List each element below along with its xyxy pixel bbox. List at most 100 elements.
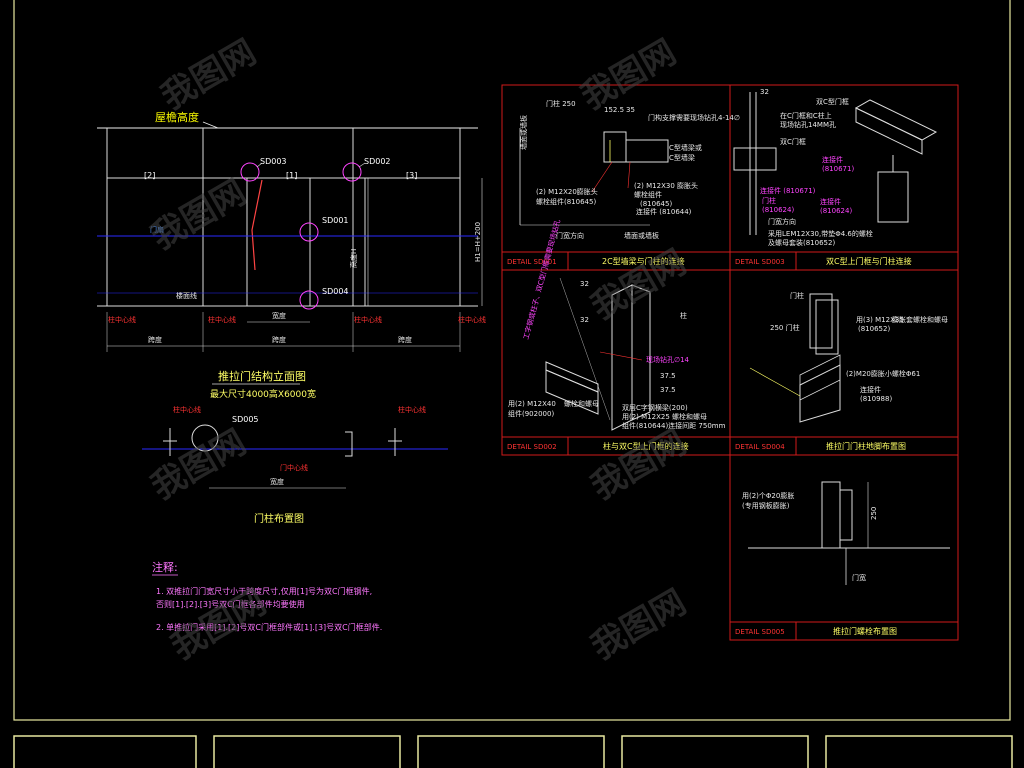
sd001-text-10: (810645) bbox=[640, 200, 672, 208]
sd002-text-3: 柱 bbox=[680, 311, 687, 320]
sd003-text-6: (810671) bbox=[822, 165, 854, 173]
sd001-text-0: 门柱 250 bbox=[546, 99, 576, 108]
sd004-text-4: 膨胀套螺栓和螺母 bbox=[892, 315, 948, 324]
sheet-thumb-4[interactable] bbox=[621, 735, 809, 768]
detail-sd003-tag: DETAIL SD003 bbox=[735, 258, 785, 266]
sheet-thumbnails bbox=[13, 735, 1013, 768]
sd001-text-7: 螺栓组件(810645) bbox=[536, 197, 596, 206]
sd002-text-7: 用(2) M12X40 bbox=[508, 400, 556, 408]
elevation-subtitle: 最大尺寸4000高X6000宽 bbox=[210, 388, 316, 400]
watermarks: 我图网 我图网 我图网 我图网 我图网 我图网 我图网 我图网 bbox=[145, 32, 693, 668]
elevation-title: 推拉门结构立面图 bbox=[218, 369, 306, 383]
note-1: 1. 双推拉门门宽尺寸小于跨度尺寸,仅用[1]号为双C门框钢件, bbox=[156, 586, 372, 596]
sd004-text-0: 门柱 bbox=[790, 291, 804, 300]
door-post-outline bbox=[345, 431, 353, 457]
gate-width-label: 宽度 bbox=[272, 311, 286, 320]
grid-line-label-2: 柱中心线 bbox=[208, 315, 236, 324]
plan-grid-line-label-1: 柱中心线 bbox=[173, 405, 201, 414]
sd001-text-14: 墙面或墙板 bbox=[624, 231, 659, 240]
sd001-text-6: (2) M12X20膨胀头 bbox=[536, 187, 598, 196]
callout-circle-sd002 bbox=[342, 162, 362, 182]
bay-label-3: 跨度 bbox=[398, 335, 412, 344]
detail-sd005-frame bbox=[729, 454, 959, 641]
sd002-text-9: 组件(902000) bbox=[508, 409, 554, 418]
sd005-text-3: 门宽 bbox=[852, 573, 866, 582]
callout-circle-sd005 bbox=[191, 424, 219, 452]
elevation-view: 屋檐高度 [2] [1] [3] SD003 SD002 SD001 SD004… bbox=[97, 110, 486, 400]
sd001-text-12: 墙面或墙板 bbox=[519, 115, 528, 150]
sd002-text-0: 32 bbox=[580, 280, 589, 288]
sd002-text-11: 用(2) M12X25 螺栓和螺母 bbox=[622, 412, 707, 421]
callout-circle-sd001 bbox=[299, 222, 319, 242]
detail-sd005-tag: DETAIL SD005 bbox=[735, 628, 785, 636]
sd005-text-2: 250 bbox=[870, 507, 878, 520]
sd002-text-6: 37.5 bbox=[660, 386, 676, 394]
sd003-text-10: 连接件 bbox=[820, 197, 841, 206]
grid-line-label-1: 柱中心线 bbox=[108, 315, 136, 324]
sd002-text-4: 现场钻孔∅14 bbox=[646, 355, 690, 364]
column-plan-view: SD005 柱中心线 柱中心线 门中心线 宽度 门柱布置图 bbox=[142, 405, 448, 525]
axis-label-2: [2] bbox=[144, 171, 155, 180]
sd004-text-2: 用(3) M12X35 bbox=[856, 316, 904, 324]
sd001-text-11: 连接件 (810644) bbox=[636, 207, 692, 216]
sd001-text-4: C型墙梁或 bbox=[669, 143, 702, 152]
plan-width-label: 宽度 bbox=[270, 477, 284, 486]
detail-sd001-title: 2C型墙梁与门柱的连接 bbox=[602, 256, 685, 266]
sheet-thumb-3[interactable] bbox=[417, 735, 605, 768]
watermark-3: 我图网 bbox=[575, 32, 683, 118]
sd003-text-9: (810624) bbox=[762, 206, 794, 214]
sd003-text-7: 连接件 (810671) bbox=[760, 186, 816, 195]
detail-sd005-title: 推拉门螺栓布置图 bbox=[833, 626, 897, 636]
sd005-text-1: (专用钢板膨胀) bbox=[742, 501, 790, 510]
watermark-8: 我图网 bbox=[585, 582, 693, 668]
sd001-text-5: C型墙梁 bbox=[669, 153, 695, 162]
watermark-6: 我图网 bbox=[585, 422, 693, 508]
sd004-text-6: 连接件 bbox=[860, 385, 881, 394]
sd003-text-13: 采用LEM12X30,带垫Φ4.6的螺栓 bbox=[768, 229, 873, 238]
sd001-text-13: 门宽方向 bbox=[556, 231, 584, 240]
sd003-text-5: 连接件 bbox=[822, 155, 843, 164]
bay-label-2: 跨度 bbox=[272, 335, 286, 344]
notes-heading: 注释: bbox=[152, 560, 178, 574]
sd002-text-8: 螺栓和螺母 bbox=[564, 399, 599, 408]
sd002-text-1: 工字钢或柱子、双C型门框需要现场钻孔 bbox=[521, 219, 562, 341]
detail-sd002-title: 柱与双C型上门框的连接 bbox=[603, 441, 689, 451]
axis-label-3: [3] bbox=[406, 171, 417, 180]
sd002-text-10: 双层C字钢横梁(200) bbox=[622, 403, 688, 412]
sd002-text-2: 32 bbox=[580, 316, 589, 324]
detail-sd003-title: 双C型上门框与门柱连接 bbox=[826, 256, 912, 266]
sheet-thumb-1[interactable] bbox=[13, 735, 197, 768]
sd004-text-3: (810652) bbox=[858, 325, 890, 333]
sheet-thumb-5[interactable] bbox=[825, 735, 1013, 768]
watermark-4: 我图网 bbox=[585, 242, 693, 328]
callout-sd005: SD005 bbox=[232, 415, 259, 424]
sd003-text-14: 及螺母套装(810652) bbox=[768, 238, 835, 247]
detail-sd003-drawing: 32 双C型门框 在C门框和C柱上 现场钻孔14MM孔 双C门框 连接件 (81… bbox=[733, 88, 938, 247]
door-frame bbox=[246, 177, 366, 307]
door-leaf-diagonal bbox=[251, 179, 263, 271]
sd003-text-11: (810624) bbox=[820, 207, 852, 215]
note-2: 2. 单推拉门采用[1].[2]号双C门框部件或[1].[3]号双C门框部件. bbox=[156, 622, 382, 632]
height-label: 高度H bbox=[349, 249, 358, 268]
plan-title: 门柱布置图 bbox=[254, 512, 304, 525]
sheet-thumb-2[interactable] bbox=[213, 735, 401, 768]
detail-grid: DETAIL SD001 DETAIL SD003 DETAIL SD002 D… bbox=[501, 84, 959, 641]
detail-sd001-tag: DETAIL SD001 bbox=[507, 258, 557, 266]
callout-sd004: SD004 bbox=[322, 287, 349, 296]
detail-sd004-drawing: 门柱 250 门柱 用(3) M12X35 (810652) 膨胀套螺栓和螺母 … bbox=[749, 291, 948, 423]
sd003-text-1: 双C型门框 bbox=[816, 97, 849, 106]
sd004-text-5: (2)M20膨胀小螺栓Φ61 bbox=[846, 369, 920, 378]
detail-sd004-title: 推拉门门柱地脚布置图 bbox=[826, 441, 906, 451]
bay-label-1: 跨度 bbox=[148, 335, 162, 344]
detail-sd002-tag: DETAIL SD002 bbox=[507, 443, 557, 451]
sd004-text-7: (810988) bbox=[860, 395, 892, 403]
sd001-text-3: 门构支撑需要现场钻孔4-14∅ bbox=[648, 113, 740, 122]
sd002-text-12: 组件(810644)连接间距 750mm bbox=[622, 421, 726, 430]
sd001-text-2: 35 bbox=[626, 106, 635, 114]
grid-line-label-4: 柱中心线 bbox=[458, 315, 486, 324]
sd002-text-5: 37.5 bbox=[660, 372, 676, 380]
sheet-frame bbox=[13, 0, 1011, 721]
sd003-text-0: 32 bbox=[760, 88, 769, 96]
sd003-text-2: 在C门框和C柱上 bbox=[780, 111, 832, 120]
